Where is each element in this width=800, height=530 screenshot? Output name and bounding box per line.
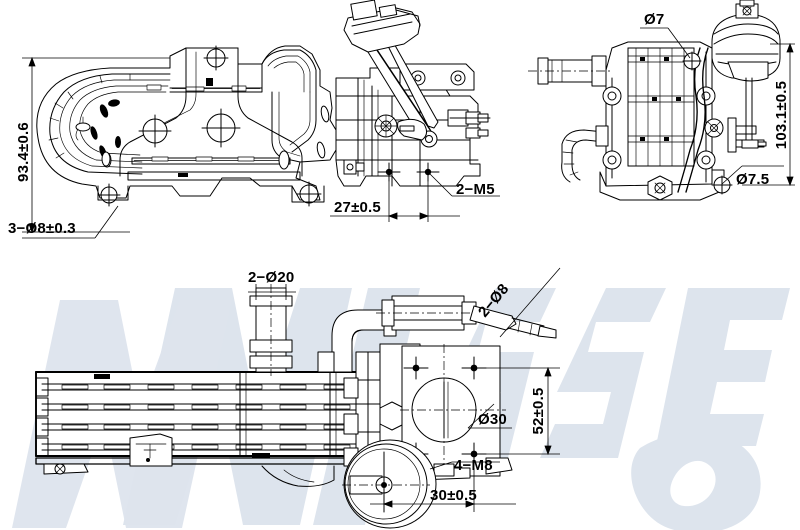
upper-rail — [146, 84, 263, 93]
dim-label-d7: Ø7 — [644, 11, 664, 28]
dim-label-52: 52±0.5 — [530, 388, 547, 435]
leader-2-d8 — [499, 267, 561, 338]
bottom-hex-bolt — [647, 175, 673, 201]
dim-2-d20 — [248, 284, 296, 300]
dim-30 — [370, 468, 516, 512]
valve-housing-block — [335, 0, 491, 187]
lower-rail — [131, 156, 291, 165]
leader-d7 — [640, 27, 691, 59]
leader-d7-5 — [721, 165, 784, 185]
cooler-fin-stack — [627, 47, 695, 167]
dim-27 — [330, 176, 460, 222]
housing-bracket-ears — [602, 86, 716, 170]
dim-label-4-m8: 4−M8 — [454, 457, 493, 474]
dim-103-1 — [742, 42, 795, 187]
left-mount-bracket — [43, 463, 89, 475]
dim-label-103-1: 103.1±0.5 — [773, 81, 790, 149]
inlet-pipe — [528, 55, 612, 87]
dim-label-d7-5: Ø7.5 — [736, 171, 769, 188]
top-right-view: Ø7 Ø7.5 103.1±0.5 — [528, 0, 795, 201]
dim-93-4 — [22, 56, 228, 234]
port-tube-d20 — [249, 284, 293, 376]
hole-d7-5-mark — [711, 175, 733, 195]
leader-2-m5 — [429, 173, 500, 197]
center-bracket — [129, 433, 173, 467]
dim-52 — [486, 366, 560, 456]
sensor-housing — [376, 295, 557, 339]
leader-3-d8 — [22, 205, 119, 239]
dim-label-27: 27±0.5 — [334, 199, 381, 216]
leader-4-m8 — [429, 461, 500, 470]
dim-label-2-m5: 2−M5 — [456, 181, 495, 198]
lower-hose — [561, 125, 609, 183]
lower-deflector — [261, 465, 335, 487]
dim-label-3-d8: 3−Ø8±0.3 — [8, 220, 76, 237]
hole-d7-mark — [682, 51, 702, 71]
dim-label-93-4: 93.4±0.6 — [15, 122, 32, 182]
top-left-view: 93.4±0.6 3−Ø8±0.3 — [8, 0, 500, 239]
dim-label-30: 30±0.5 — [430, 487, 477, 504]
leader-d30 — [467, 403, 512, 429]
cooler-matrix — [35, 371, 373, 458]
bottom-view: 2−Ø20 — [35, 267, 561, 529]
bolt-hole-marks — [97, 45, 330, 207]
vacuum-actuator — [711, 0, 781, 149]
left-duct-contours — [48, 73, 171, 175]
dim-label-2-d20: 2−Ø20 — [248, 269, 294, 286]
round-end-cap — [342, 439, 437, 529]
dim-label-d30: Ø30 — [478, 411, 507, 428]
